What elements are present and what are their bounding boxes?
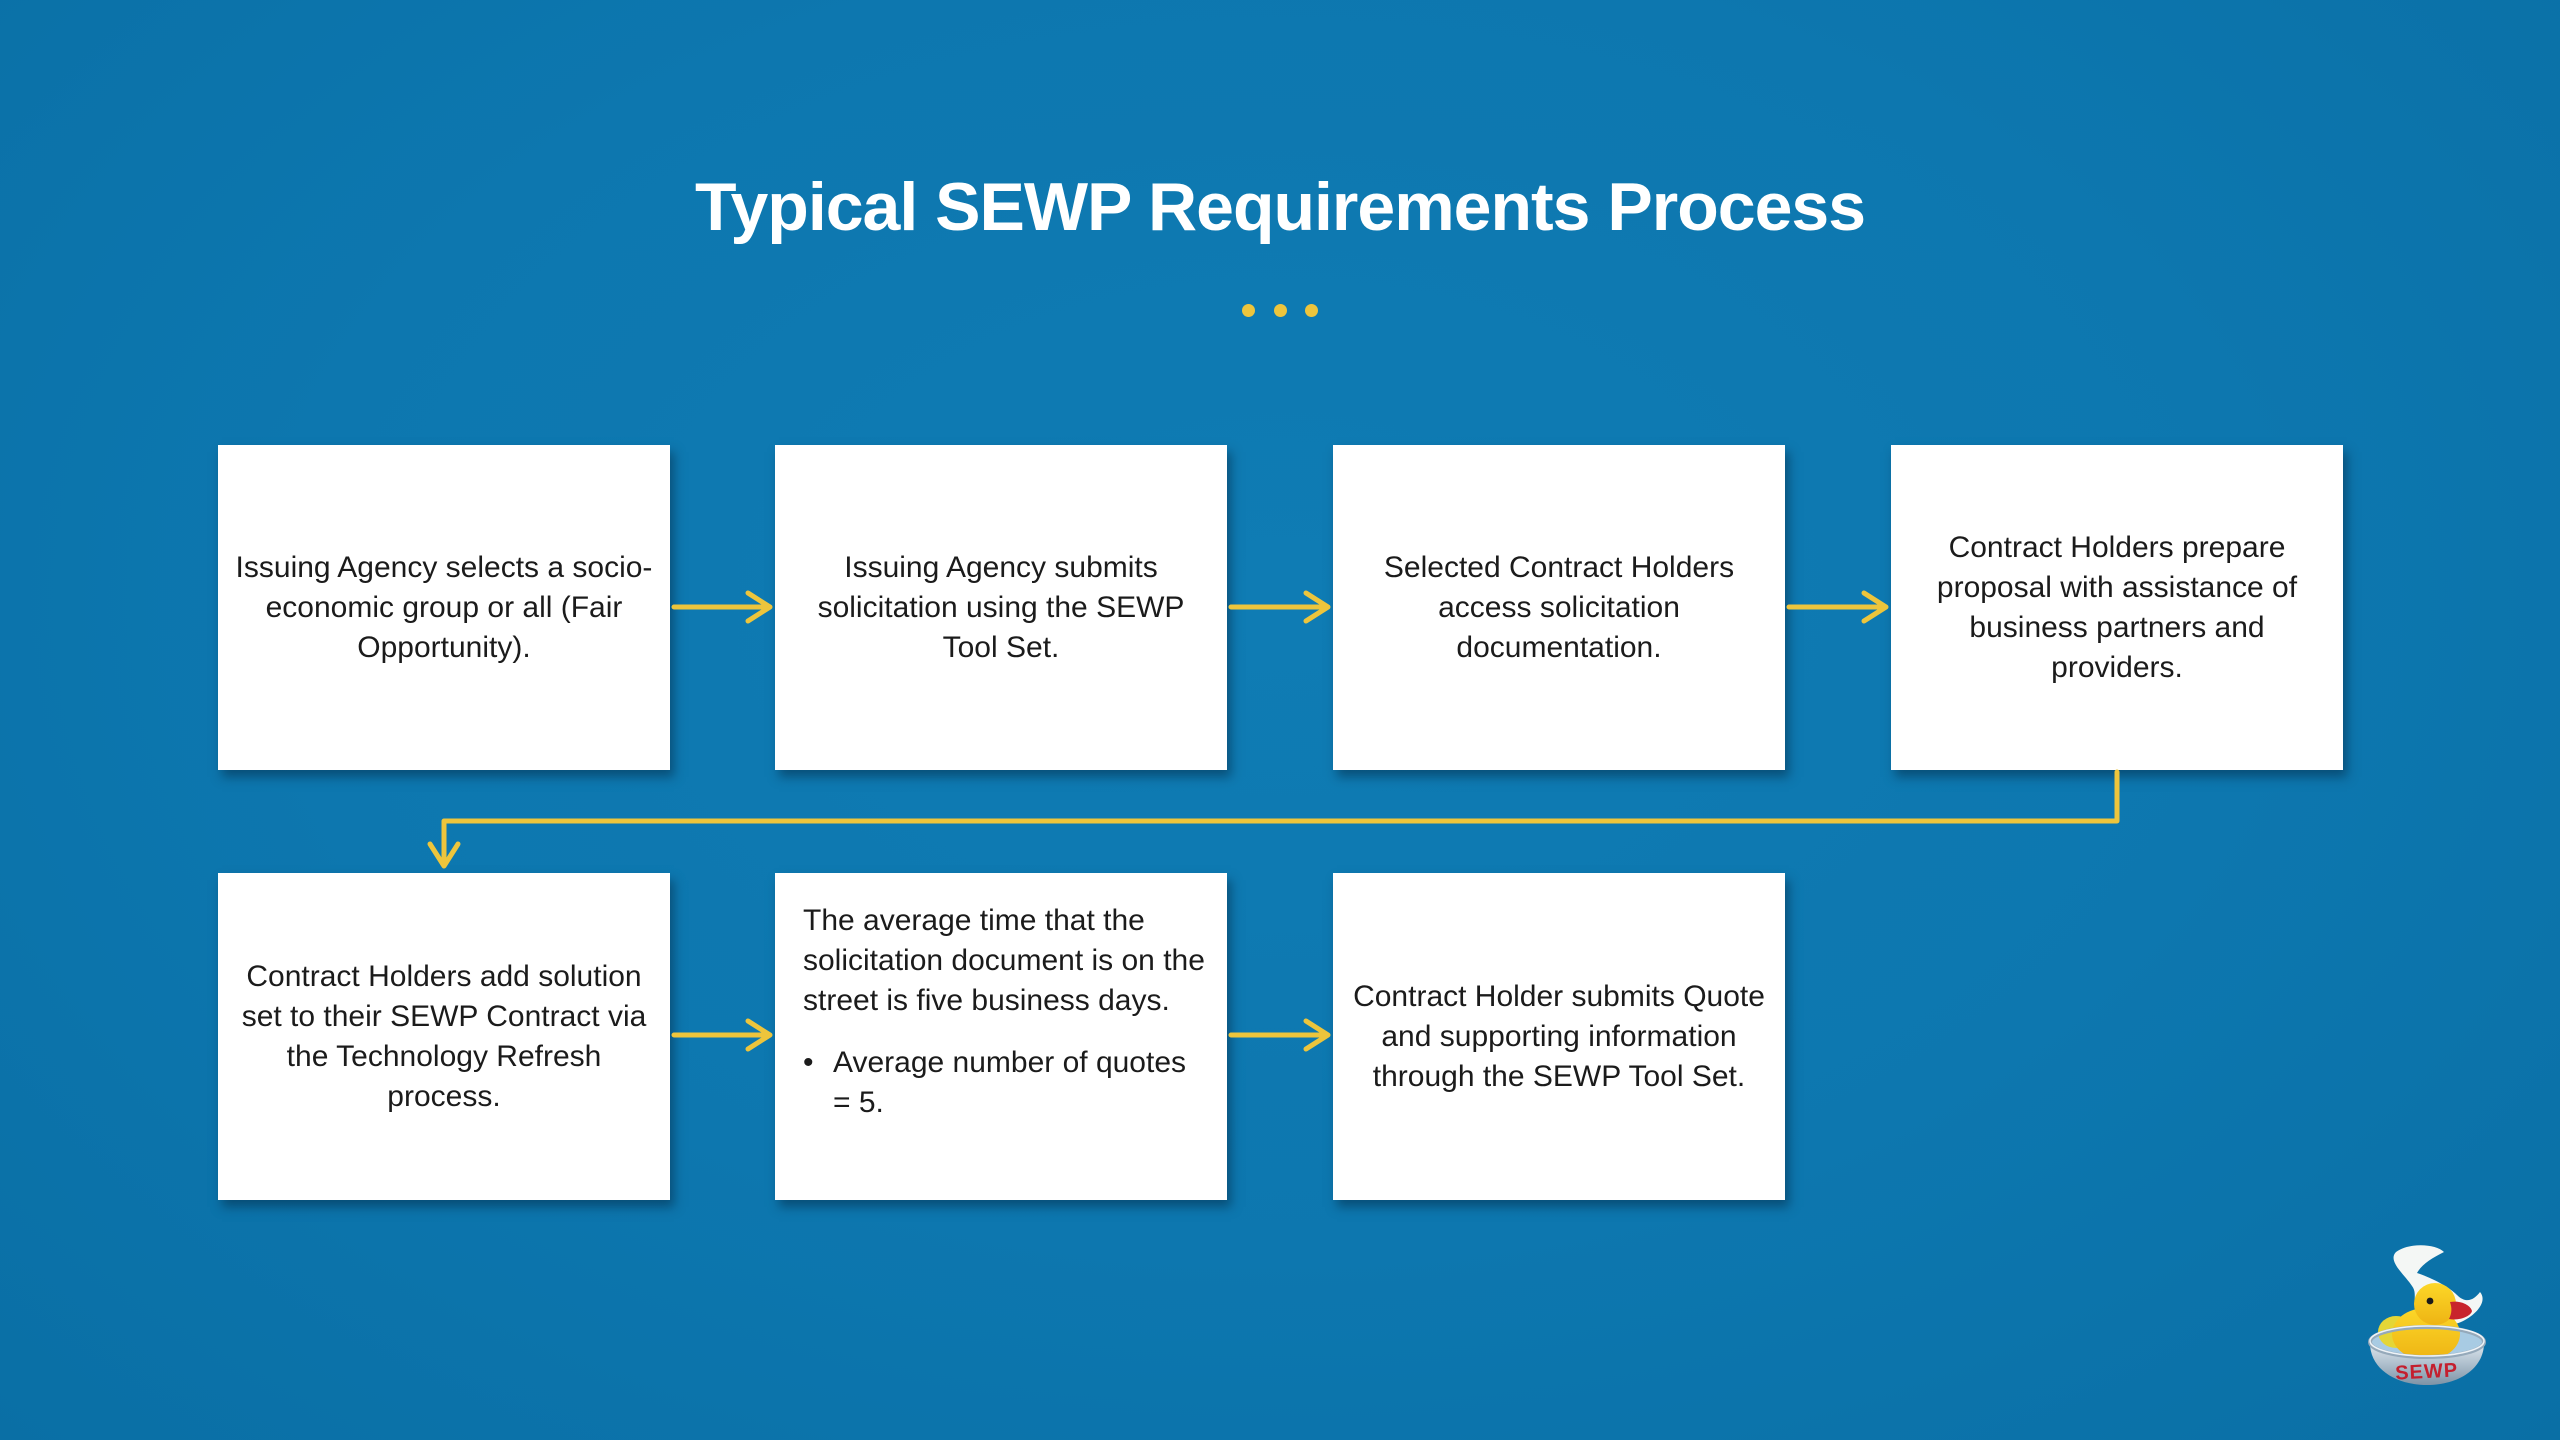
divider-dot	[1242, 304, 1256, 317]
arrow-step5-to-step6	[671, 1018, 773, 1052]
step-text-5: Contract Holders add solution set to the…	[241, 959, 647, 1113]
step-box-2: Issuing Agency submits solicitation usin…	[775, 445, 1227, 770]
arrow-step2-to-step3	[1228, 590, 1331, 624]
bullet-icon: •	[803, 1046, 814, 1079]
slide-title: Typical SEWP Requirements Process	[694, 169, 1866, 245]
divider-dot	[1273, 304, 1287, 317]
divider-dot	[1304, 304, 1318, 317]
step-box-3: Selected Contract Holders access solicit…	[1333, 445, 1785, 770]
step-text-4: Contract Holders prepare proposal with a…	[1936, 530, 2298, 684]
duck-eye	[2426, 1297, 2434, 1305]
bowl-rim-highlight	[2369, 1325, 2485, 1357]
step-box-1: Issuing Agency selects a socio-economic …	[218, 445, 670, 770]
arrow-step1-to-step2	[671, 590, 773, 624]
step-6-bullet-item: • Average number of quotes = 5.	[803, 1043, 1205, 1123]
step-text-3: Selected Contract Holders access solicit…	[1383, 550, 1735, 664]
duck-beak	[2449, 1301, 2472, 1320]
sewp-duck-logo: SEWP	[2368, 1245, 2486, 1385]
arrow-step6-to-step7	[1228, 1018, 1331, 1052]
step-box-5: Contract Holders add solution set to the…	[218, 873, 670, 1200]
duck-head	[2414, 1283, 2456, 1325]
step-text-6: The average time that the solicitation d…	[803, 904, 1205, 1017]
step-6-bullet-text: Average number of quotes = 5.	[833, 1046, 1187, 1119]
connector-step4-to-step5	[427, 769, 2120, 869]
title-divider-dots	[0, 304, 2560, 317]
step-box-4: Contract Holders prepare proposal with a…	[1891, 445, 2343, 770]
step-text-7: Contract Holder submits Quote and suppor…	[1353, 979, 1765, 1093]
bowl-body	[2370, 1343, 2484, 1385]
step-box-6: The average time that the solicitation d…	[775, 873, 1227, 1200]
step-text-2: Issuing Agency submits solicitation usin…	[817, 550, 1185, 664]
step-text-1: Issuing Agency selects a socio-economic …	[235, 550, 653, 664]
arrow-step3-to-step4	[1786, 590, 1889, 624]
logo-label: SEWP	[2395, 1359, 2459, 1384]
step-box-7: Contract Holder submits Quote and suppor…	[1333, 873, 1785, 1200]
